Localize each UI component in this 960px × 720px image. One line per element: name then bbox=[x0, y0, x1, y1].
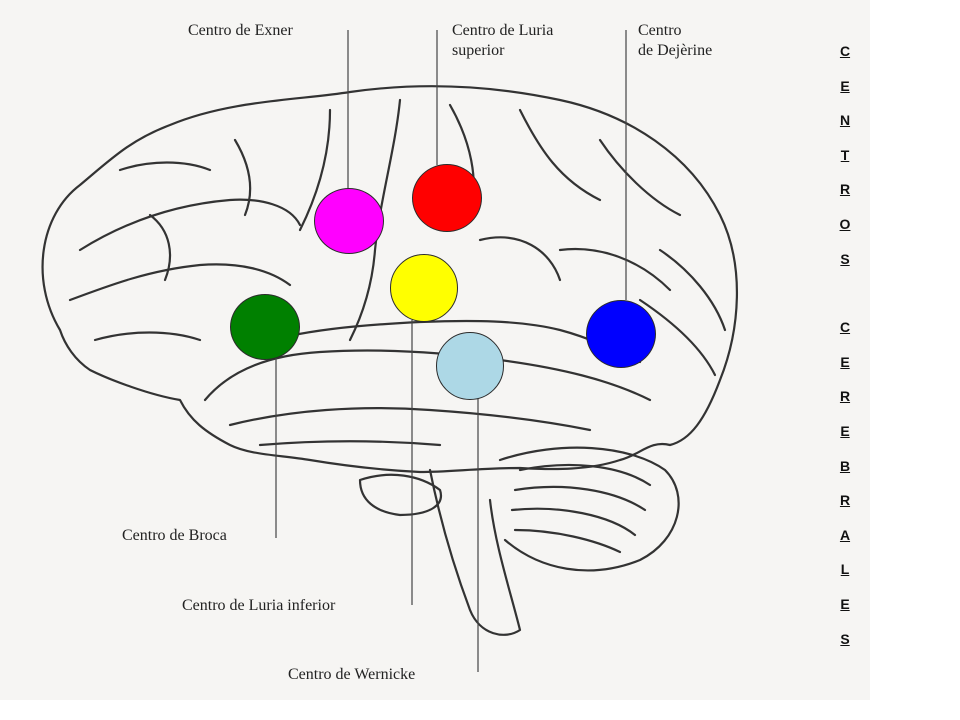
label-dejerine-line1: Centro bbox=[638, 22, 682, 39]
brain-gyrus bbox=[258, 440, 442, 447]
side-title-letter: C bbox=[839, 319, 851, 336]
brain-gyrus bbox=[68, 263, 292, 302]
side-title-letter: T bbox=[840, 146, 850, 163]
label-luria-superior-line1: Centro de Luria bbox=[452, 22, 554, 39]
side-title-letter: R bbox=[839, 388, 851, 405]
label-wernicke: Centro de Wernicke bbox=[288, 666, 416, 683]
brain-gyrus bbox=[478, 236, 562, 282]
side-title-letter: E bbox=[840, 77, 850, 94]
side-title-word-cerebrales: C E R E B R A L E S bbox=[830, 310, 860, 656]
brain-gyrus bbox=[228, 407, 592, 432]
brain-illustration bbox=[41, 30, 738, 672]
side-title-letter: O bbox=[839, 215, 851, 232]
marker-luria-superior bbox=[412, 164, 482, 232]
label-luria-superior-line2: superior bbox=[452, 42, 505, 59]
brain-gyrus bbox=[93, 331, 202, 342]
side-title-letter: R bbox=[839, 181, 851, 198]
side-title: C E N T R O S C E R E B R A L E S bbox=[830, 34, 860, 656]
brain-figure-background bbox=[0, 0, 870, 700]
brain-gyrus bbox=[233, 138, 252, 217]
label-luria-inferior: Centro de Luria inferior bbox=[182, 597, 336, 614]
side-title-letter: S bbox=[840, 250, 850, 267]
brain-gyrus bbox=[658, 248, 727, 332]
side-title-letter: R bbox=[839, 492, 851, 509]
central-sulcus bbox=[348, 98, 402, 342]
brain-gyrus bbox=[638, 298, 717, 377]
side-title-letter: A bbox=[839, 526, 851, 543]
side-title-letter: E bbox=[840, 353, 850, 370]
side-title-letter: B bbox=[839, 457, 851, 474]
label-broca: Centro de Broca bbox=[122, 527, 227, 544]
cerebellum bbox=[498, 446, 680, 572]
label-exner: Centro de Exner bbox=[188, 22, 293, 39]
brain-gyrus bbox=[598, 138, 682, 217]
temporal-lobe bbox=[203, 349, 652, 402]
side-title-letter: N bbox=[839, 112, 851, 129]
marker-exner bbox=[314, 188, 384, 254]
brain-gyrus bbox=[558, 248, 672, 292]
marker-luria-inferior bbox=[390, 254, 458, 322]
side-title-letter: S bbox=[840, 630, 850, 647]
marker-broca bbox=[230, 294, 300, 360]
cerebellum-fold bbox=[513, 528, 622, 554]
cerebellum-fold bbox=[513, 485, 647, 512]
cerebellum-fold bbox=[510, 507, 637, 537]
marker-dejerine bbox=[586, 300, 656, 368]
brain-gyrus bbox=[118, 161, 212, 172]
brain-gyrus bbox=[518, 108, 602, 202]
side-title-letter: C bbox=[839, 43, 851, 59]
side-title-letter: E bbox=[840, 422, 850, 439]
label-dejerine-line2: de Dejèrine bbox=[638, 42, 713, 59]
pons bbox=[358, 473, 443, 517]
side-title-letter: E bbox=[840, 595, 850, 612]
side-title-word-centros: C E N T R O S bbox=[830, 34, 860, 276]
brainstem bbox=[428, 468, 522, 636]
brain-gyrus bbox=[298, 108, 332, 232]
side-title-letter: L bbox=[840, 561, 850, 578]
cerebellum-fold bbox=[518, 463, 652, 487]
brain-gyrus bbox=[148, 213, 172, 282]
brain-outline bbox=[41, 85, 738, 474]
brain-gyrus bbox=[78, 198, 302, 252]
side-title-gap bbox=[830, 276, 860, 310]
marker-wernicke bbox=[436, 332, 504, 400]
